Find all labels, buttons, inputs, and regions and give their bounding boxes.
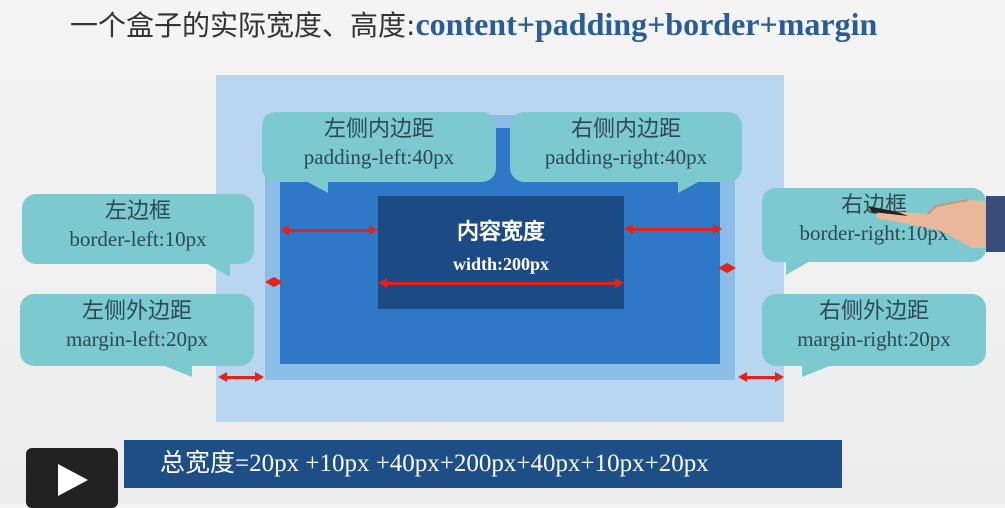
callout-margin-left-value: margin-left:20px	[66, 327, 208, 351]
page-title: 一个盒子的实际宽度、高度:content+padding+border+marg…	[70, 4, 877, 44]
callout-padding-left-value: padding-left:40px	[303, 145, 455, 169]
content-area	[378, 196, 624, 309]
callout-margin-right-title: 右侧外边距	[818, 299, 929, 324]
arrow-content-width	[378, 278, 624, 288]
callout-border-right-tail	[786, 261, 810, 275]
play-button[interactable]	[26, 448, 118, 508]
callout-border-left-tail	[206, 263, 230, 277]
callout-border-left: 左边框 border-left:10px	[22, 194, 254, 264]
arrow-margin-left	[218, 372, 264, 382]
content-title: 内容宽度	[456, 220, 545, 245]
pointing-hand	[868, 196, 1005, 252]
arrow-border-right	[718, 263, 736, 273]
callout-border-left-title: 左边框	[104, 199, 171, 224]
total-width-bar: 总宽度=20px +10px +40px+200px+40px+10px+20p…	[124, 440, 842, 488]
callout-border-right: 右边框 border-right:10px	[762, 188, 986, 262]
play-icon	[58, 464, 88, 496]
callout-margin-left-tail	[162, 365, 192, 377]
arrow-padding-right	[624, 224, 722, 234]
title-text: 一个盒子的实际宽度、高度:	[70, 9, 416, 42]
arrow-border-left	[265, 277, 283, 287]
callout-padding-left: 左侧内边距 padding-left:40px	[262, 112, 496, 182]
callout-margin-right-value: margin-right:20px	[797, 327, 951, 351]
title-formula: content+padding+border+margin	[415, 6, 878, 42]
arrow-padding-left	[280, 225, 378, 235]
arrow-margin-right	[738, 372, 784, 382]
callout-margin-left: 左侧外边距 margin-left:20px	[20, 294, 254, 366]
callout-margin-left-title: 左侧外边距	[81, 299, 192, 324]
total-width-text: 总宽度=20px +10px +40px+200px+40px+10px+20p…	[160, 450, 709, 477]
callout-padding-left-title: 左侧内边距	[323, 117, 434, 142]
callout-padding-right-title: 右侧内边距	[570, 117, 681, 142]
callout-border-left-value: border-left:10px	[69, 227, 207, 251]
callout-margin-right: 右侧外边距 margin-right:20px	[762, 294, 986, 366]
callout-padding-right-value: padding-right:40px	[544, 145, 708, 169]
callout-padding-right-tail	[678, 181, 700, 193]
callout-padding-left-tail	[306, 181, 328, 193]
content-value: width:200px	[452, 254, 550, 274]
callout-margin-right-tail	[802, 365, 832, 377]
callout-padding-right: 右侧内边距 padding-right:40px	[510, 112, 742, 182]
